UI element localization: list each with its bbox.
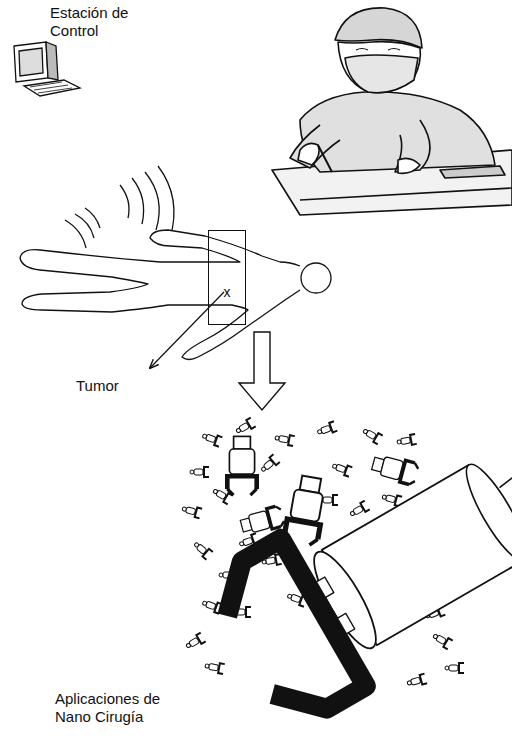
nano-robot (348, 501, 369, 519)
zoom-arrow (239, 332, 285, 410)
computer-icon (14, 42, 80, 96)
nano-robot (192, 540, 213, 560)
tumor-mark: x (209, 285, 245, 299)
leader-line (150, 292, 224, 368)
station-label: Estación de Control (50, 4, 138, 41)
nano-robot (445, 663, 464, 673)
nano-robot (381, 492, 402, 507)
nano-robot (331, 461, 352, 477)
region-box: x (208, 230, 246, 325)
nano-robot (201, 431, 222, 447)
nano-robot (190, 467, 209, 477)
nano-robot (431, 631, 452, 649)
large-gripper (207, 411, 512, 728)
nano-robot (316, 421, 337, 437)
surgeon-illustration (272, 8, 512, 215)
nano-robot (361, 426, 382, 444)
nano-robot (204, 661, 224, 674)
nano-robot (259, 454, 280, 474)
tumor-label: Tumor (76, 377, 136, 395)
nano-robot (184, 633, 205, 651)
patient-body (20, 230, 331, 360)
nano-robot (227, 436, 256, 495)
caption-label: Aplicaciones de Nano Cirugía (55, 690, 173, 727)
nano-robot (406, 674, 427, 689)
nano-robot (234, 418, 255, 436)
nano-robot (396, 434, 416, 447)
nano-robot (181, 504, 202, 519)
nano-robot (274, 433, 294, 446)
nano-robot (370, 453, 419, 486)
